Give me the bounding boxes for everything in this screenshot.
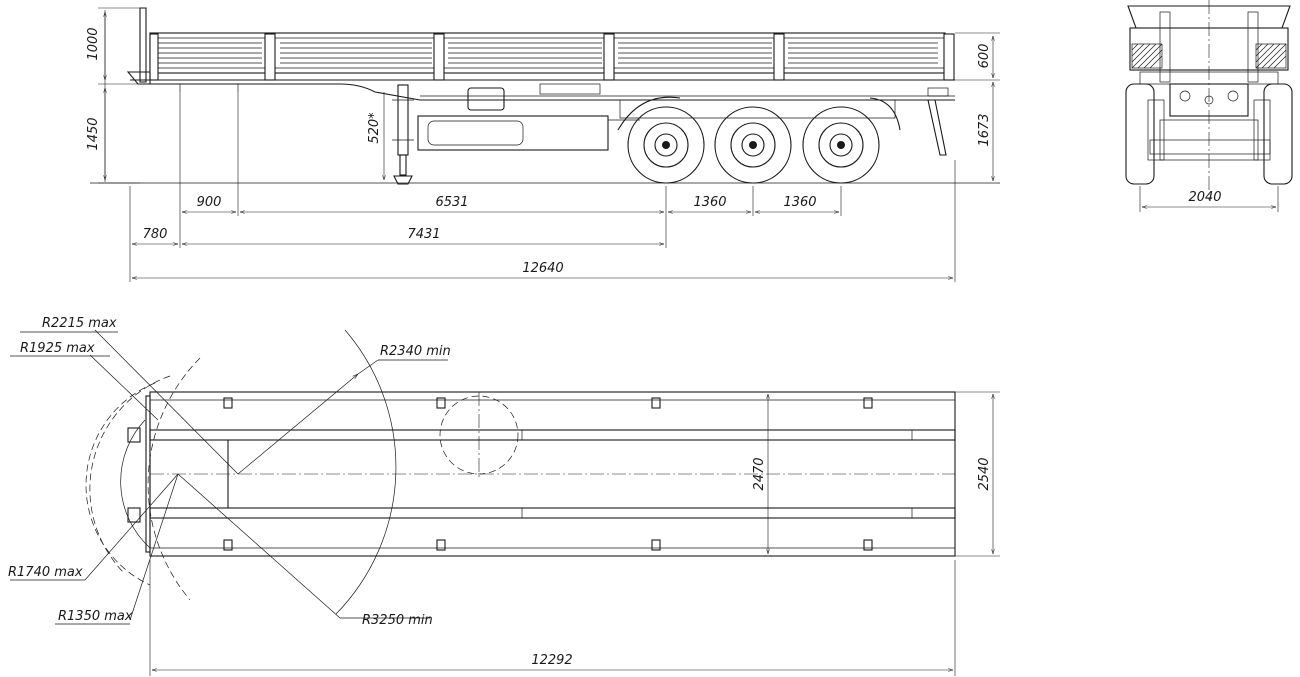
- hatched-blocks: [1131, 43, 1287, 69]
- dim-2470: 2470: [752, 457, 767, 490]
- board-stakes: [149, 33, 955, 81]
- rear-view: 2040: [1125, 0, 1293, 212]
- wheel-3: [802, 106, 880, 184]
- dim-7431: 7431: [407, 227, 440, 242]
- dim-12292: 12292: [531, 653, 572, 668]
- label-r1350: R1350 max: [58, 609, 133, 624]
- arc-r2215: [85, 382, 156, 586]
- plan-view: R2215 max R1925 max R2340 min R1740 max …: [8, 316, 1000, 676]
- dim-1673: 1673: [977, 113, 992, 146]
- dim-2040: 2040: [1188, 190, 1221, 205]
- dim-600: 600: [977, 44, 992, 69]
- rear-bumper: [927, 99, 947, 156]
- wheel-2: [714, 106, 792, 184]
- air-tank: [467, 87, 505, 111]
- tool-box: [417, 115, 609, 151]
- label-r2215: R2215 max: [42, 316, 117, 331]
- label-r1740: R1740 max: [8, 565, 83, 580]
- label-r2340: R2340 min: [380, 344, 451, 359]
- dim-1360-b: 1360: [783, 195, 816, 210]
- suspension: [619, 99, 896, 119]
- dim-1450: 1450: [86, 117, 101, 150]
- front-headboard: [139, 7, 147, 83]
- arc-r1925: [89, 375, 171, 575]
- front-fender: [617, 96, 681, 131]
- dim-780: 780: [143, 227, 168, 242]
- dim-1000: 1000: [86, 27, 101, 60]
- rear-board: [1129, 27, 1289, 71]
- rear-chassis: [1169, 83, 1249, 117]
- landing-gear: [392, 84, 414, 185]
- label-r1925: R1925 max: [20, 341, 95, 356]
- dim-12640: 12640: [522, 261, 563, 276]
- chassis-gooseneck: [138, 83, 955, 101]
- dim-1360-a: 1360: [693, 195, 726, 210]
- dim-2540: 2540: [977, 457, 992, 490]
- rear-light: [927, 87, 949, 97]
- arc-r1740: [120, 419, 151, 549]
- stake-pockets: [223, 397, 873, 551]
- side-view: [90, 7, 1000, 185]
- dim-520: 520*: [367, 112, 382, 144]
- fifth-wheel-circle: [439, 395, 519, 475]
- label-r3250: R3250 min: [362, 613, 433, 628]
- arc-r3250: [335, 329, 397, 615]
- board-ribs: [158, 42, 938, 64]
- dim-6531: 6531: [435, 195, 468, 210]
- wheel-1: [627, 106, 705, 184]
- dim-900: 900: [197, 195, 222, 210]
- rear-wheels: [1125, 83, 1293, 185]
- side-dims: 1000 1450 600 1673 520* 900 6531 1360 13…: [86, 7, 1000, 282]
- rear-fender: [869, 97, 901, 131]
